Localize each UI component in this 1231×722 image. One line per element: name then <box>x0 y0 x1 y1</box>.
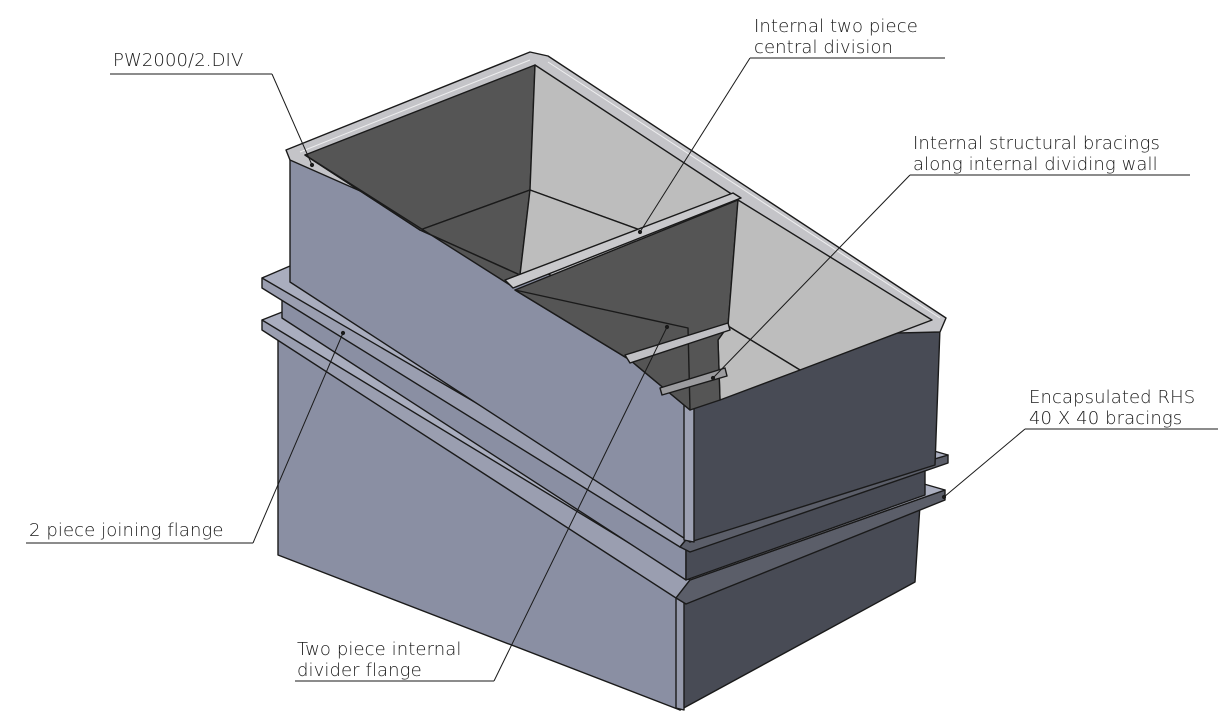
callout-leader-line <box>252 332 344 544</box>
callout-line: Two piece internal <box>297 639 462 660</box>
compartment-2-near-wall <box>514 289 691 411</box>
callout-internal-central-division: Internal two piece central division <box>754 16 918 58</box>
callout-leader-line <box>271 73 313 166</box>
internal-bracing-bar <box>624 322 731 364</box>
callout-line: central division <box>754 37 894 58</box>
callout-leader-line <box>712 174 911 379</box>
callout-encapsulated-rhs: Encapsulated RHS 40 X 40 bracings <box>1029 387 1195 429</box>
lower-flange-right <box>675 489 946 605</box>
callout-divider-flange: Two piece internal divider flange <box>297 639 462 681</box>
leader-arrow-icon <box>309 162 315 168</box>
callout-line: divider flange <box>297 660 422 681</box>
leader-arrow-icon <box>637 229 643 235</box>
central-divider-top <box>504 192 742 289</box>
lower-front-corner <box>675 597 685 711</box>
callout-leader-line <box>943 428 1026 498</box>
callout-part-number: PW2000/2.DIV <box>113 50 243 71</box>
leader-arrow-icon <box>710 375 716 381</box>
internal-bracing-bar-2 <box>659 367 728 396</box>
callout-line: 40 X 40 bracings <box>1029 408 1183 429</box>
callout-joining-flange: 2 piece joining flange <box>29 520 224 541</box>
callout-line: along internal dividing wall <box>913 154 1158 175</box>
leader-arrow-icon <box>340 330 346 336</box>
leader-arrow-icon <box>664 324 670 330</box>
callout-internal-bracings: Internal structural bracings along inter… <box>913 133 1160 175</box>
leader-arrow-icon <box>941 494 947 500</box>
callout-line: Internal structural bracings <box>913 133 1160 154</box>
callout-leader-line <box>493 326 668 682</box>
leader-lines <box>26 57 1218 682</box>
callout-line: PW2000/2.DIV <box>113 50 244 71</box>
callout-line: 2 piece joining flange <box>29 520 224 541</box>
callout-line: Encapsulated RHS <box>1029 387 1196 408</box>
callout-line: Internal two piece <box>754 16 918 37</box>
callout-leader-line <box>639 57 751 233</box>
